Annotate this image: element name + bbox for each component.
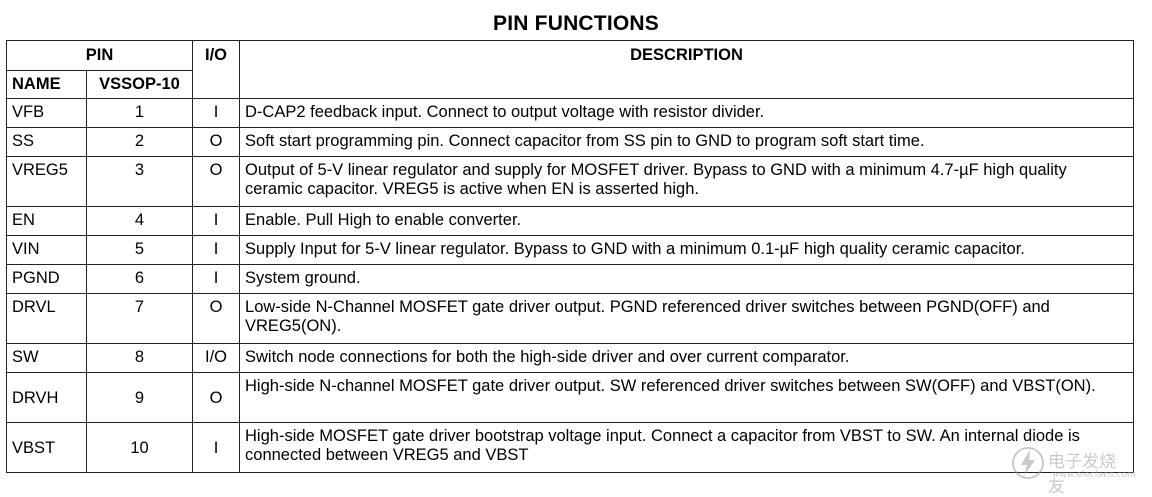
pin-name-cell: VFB [6,98,87,128]
pin-description-cell: D-CAP2 feedback input. Connect to output… [239,98,1134,128]
pin-number-cell: 2 [85,127,194,157]
pin-name-cell: SS [6,127,87,157]
pin-description-cell: High-side N-channel MOSFET gate driver o… [239,372,1134,423]
pin-description-cell: Enable. Pull High to enable converter. [239,206,1134,236]
pin-description-cell: System ground. [239,264,1134,294]
pin-io-cell: I [192,235,241,265]
pin-description-cell: Output of 5-V linear regulator and suppl… [239,156,1134,207]
pin-number-cell: 10 [85,422,194,473]
pin-io-cell: I [192,264,241,294]
pin-description-cell: Switch node connections for both the hig… [239,343,1134,373]
pin-io-cell: I [192,206,241,236]
header-package: VSSOP-10 [85,70,194,99]
header-description: DESCRIPTION [239,40,1134,99]
pin-io-cell: O [192,127,241,157]
pin-number-cell: 7 [85,293,194,344]
header-name: NAME [6,70,87,99]
pin-number-cell: 9 [85,372,194,423]
pin-number-cell: 8 [85,343,194,373]
pin-io-cell: I/O [192,343,241,373]
pin-name-cell: VBST [6,422,87,473]
pin-number-cell: 4 [85,206,194,236]
pin-name-cell: EN [6,206,87,236]
watermark-url: www.elecfans.com [1052,470,1136,480]
pin-io-cell: O [192,293,241,344]
pin-io-cell: I [192,422,241,473]
pin-name-cell: VIN [6,235,87,265]
pin-description-cell: Low-side N-Channel MOSFET gate driver ou… [239,293,1134,344]
pin-number-cell: 5 [85,235,194,265]
pin-number-cell: 3 [85,156,194,207]
pin-description-cell: Soft start programming pin. Connect capa… [239,127,1134,157]
watermark-text: 电子发烧友 [1048,452,1116,497]
pin-number-cell: 6 [85,264,194,294]
page-title: PIN FUNCTIONS [493,12,659,35]
pin-io-cell: O [192,372,241,423]
pin-io-cell: O [192,156,241,207]
pin-io-cell: I [192,98,241,128]
pin-description-cell: High-side MOSFET gate driver bootstrap v… [239,422,1134,473]
pin-name-cell: DRVH [6,372,87,423]
pin-name-cell: DRVL [6,293,87,344]
pin-name-cell: VREG5 [6,156,87,207]
header-io: I/O [192,40,241,99]
lightning-icon [1012,447,1044,479]
watermark-logo: 电子发烧友 www.elecfans.com [1010,443,1136,497]
pin-number-cell: 1 [85,98,194,128]
pin-description-cell: Supply Input for 5-V linear regulator. B… [239,235,1134,265]
pin-name-cell: SW [6,343,87,373]
pin-name-cell: PGND [6,264,87,294]
header-pin: PIN [5,40,194,71]
